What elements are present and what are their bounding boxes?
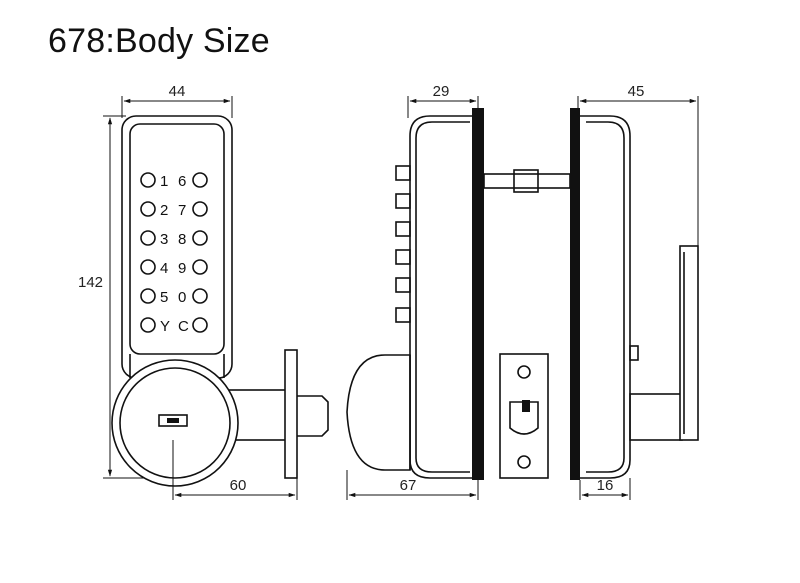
keypad-label: 9 [178, 260, 186, 277]
dim-label-backset: 60 [230, 477, 247, 494]
keypad-button [140, 317, 156, 333]
knob-inner [119, 367, 231, 479]
back-switch [629, 345, 639, 361]
side-button [395, 277, 411, 293]
keypad-button [140, 172, 156, 188]
keyhole-slot [167, 418, 179, 423]
keypad-label: 2 [160, 202, 168, 219]
keypad-buttons: 1 2 3 4 5 Y 6 7 8 9 0 C [140, 172, 208, 335]
keypad-label: Y [160, 318, 170, 335]
dim-label-width: 44 [169, 83, 186, 100]
side-view: 29 67 [346, 83, 571, 500]
side-button [395, 249, 411, 265]
keypad-button [140, 288, 156, 304]
strike-plate [499, 353, 549, 479]
spindle [483, 173, 571, 189]
back-handle [679, 245, 699, 441]
dim-label-total: 67 [400, 477, 417, 494]
keypad-button [140, 259, 156, 275]
keypad-body-inner [129, 123, 225, 355]
keypad-label: 0 [178, 289, 186, 306]
keypad-button [192, 172, 208, 188]
strike-opening [509, 401, 539, 435]
keypad-body-outline [121, 115, 233, 379]
latch-bolt [297, 395, 329, 437]
keypad-label: 8 [178, 231, 186, 248]
keypad-label: 6 [178, 173, 186, 190]
screw-hole [517, 455, 531, 469]
back-body [580, 115, 631, 479]
back-view: 45 16 [570, 83, 699, 500]
side-body [409, 115, 478, 479]
keypad-button [140, 201, 156, 217]
front-view: 44 142 1 2 3 4 5 [78, 83, 329, 500]
keypad-button [192, 230, 208, 246]
dim-label-height: 142 [78, 274, 103, 291]
keypad-label: C [178, 318, 189, 335]
keypad-button [192, 317, 208, 333]
side-button [395, 221, 411, 237]
keypad-button [192, 201, 208, 217]
door-panel-right [570, 108, 580, 480]
page-title: 678:Body Size [48, 22, 270, 60]
keypad-label: 7 [178, 202, 186, 219]
keypad-label: 4 [160, 260, 168, 277]
keypad-button [140, 230, 156, 246]
side-knob [346, 354, 411, 471]
dim-label-back-depth: 45 [628, 83, 645, 100]
keypad-button [192, 259, 208, 275]
latch-faceplate [284, 349, 298, 479]
back-handle-neck [629, 393, 683, 441]
side-button [395, 193, 411, 209]
side-body-inner [415, 121, 470, 473]
dim-label-depth: 29 [433, 83, 450, 100]
keypad-button [192, 288, 208, 304]
keypad-label: 3 [160, 231, 168, 248]
spindle-block [513, 169, 539, 193]
keyhole-icon [158, 414, 188, 427]
keypad-label: 5 [160, 289, 168, 306]
back-body-inner [586, 121, 625, 473]
latch-slot [522, 400, 530, 412]
dim-label-handle: 16 [597, 477, 614, 494]
screw-hole [517, 365, 531, 379]
side-button [395, 165, 411, 181]
keypad-label: 1 [160, 173, 168, 190]
door-panel-left [472, 108, 484, 480]
side-button [395, 307, 411, 323]
